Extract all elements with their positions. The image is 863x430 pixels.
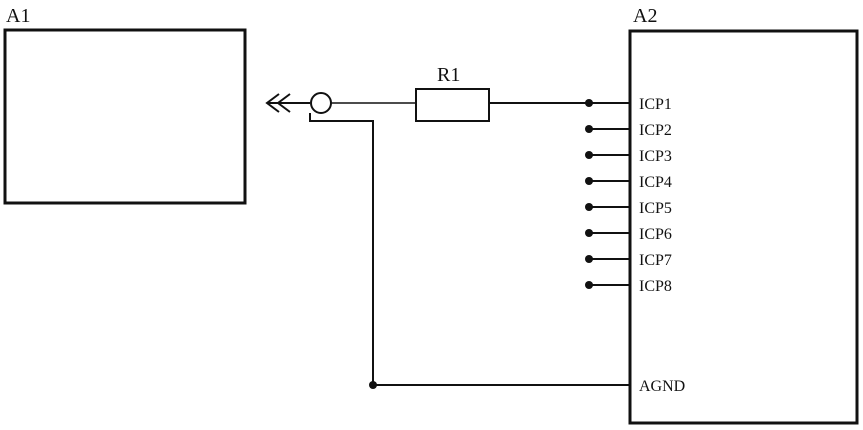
icp4-pin-label: ICP4 xyxy=(639,174,672,191)
icp5-pin-dot xyxy=(585,203,593,211)
icp4-pin-dot xyxy=(585,177,593,185)
icp2-pin-label: ICP2 xyxy=(639,122,672,139)
icp6-pin-label: ICP6 xyxy=(639,226,672,243)
icp8-pin-dot xyxy=(585,281,593,289)
icp8-pin-label: ICP8 xyxy=(639,278,672,295)
icp5-pin-label: ICP5 xyxy=(639,200,672,217)
agnd-pin-label: AGND xyxy=(639,378,685,395)
a1-block xyxy=(3,28,247,205)
icp7-pin-label: ICP7 xyxy=(639,252,672,269)
icp3-pin-label: ICP3 xyxy=(639,148,672,165)
ground-junction-dot xyxy=(369,381,377,389)
icp6-pin-dot xyxy=(585,229,593,237)
icp1-pin-label: ICP1 xyxy=(639,96,672,113)
coax-shield-circle xyxy=(310,92,332,114)
icp2-pin-dot xyxy=(585,125,593,133)
icp1-pin-dot xyxy=(585,99,593,107)
a1-label: A1 xyxy=(6,5,30,27)
icp3-pin-dot xyxy=(585,151,593,159)
ground-wire xyxy=(309,113,630,386)
r1-resistor xyxy=(415,88,490,122)
a2-label: A2 xyxy=(633,5,657,27)
a2-block xyxy=(628,29,859,425)
r1-label: R1 xyxy=(437,64,460,86)
icp7-pin-dot xyxy=(585,255,593,263)
